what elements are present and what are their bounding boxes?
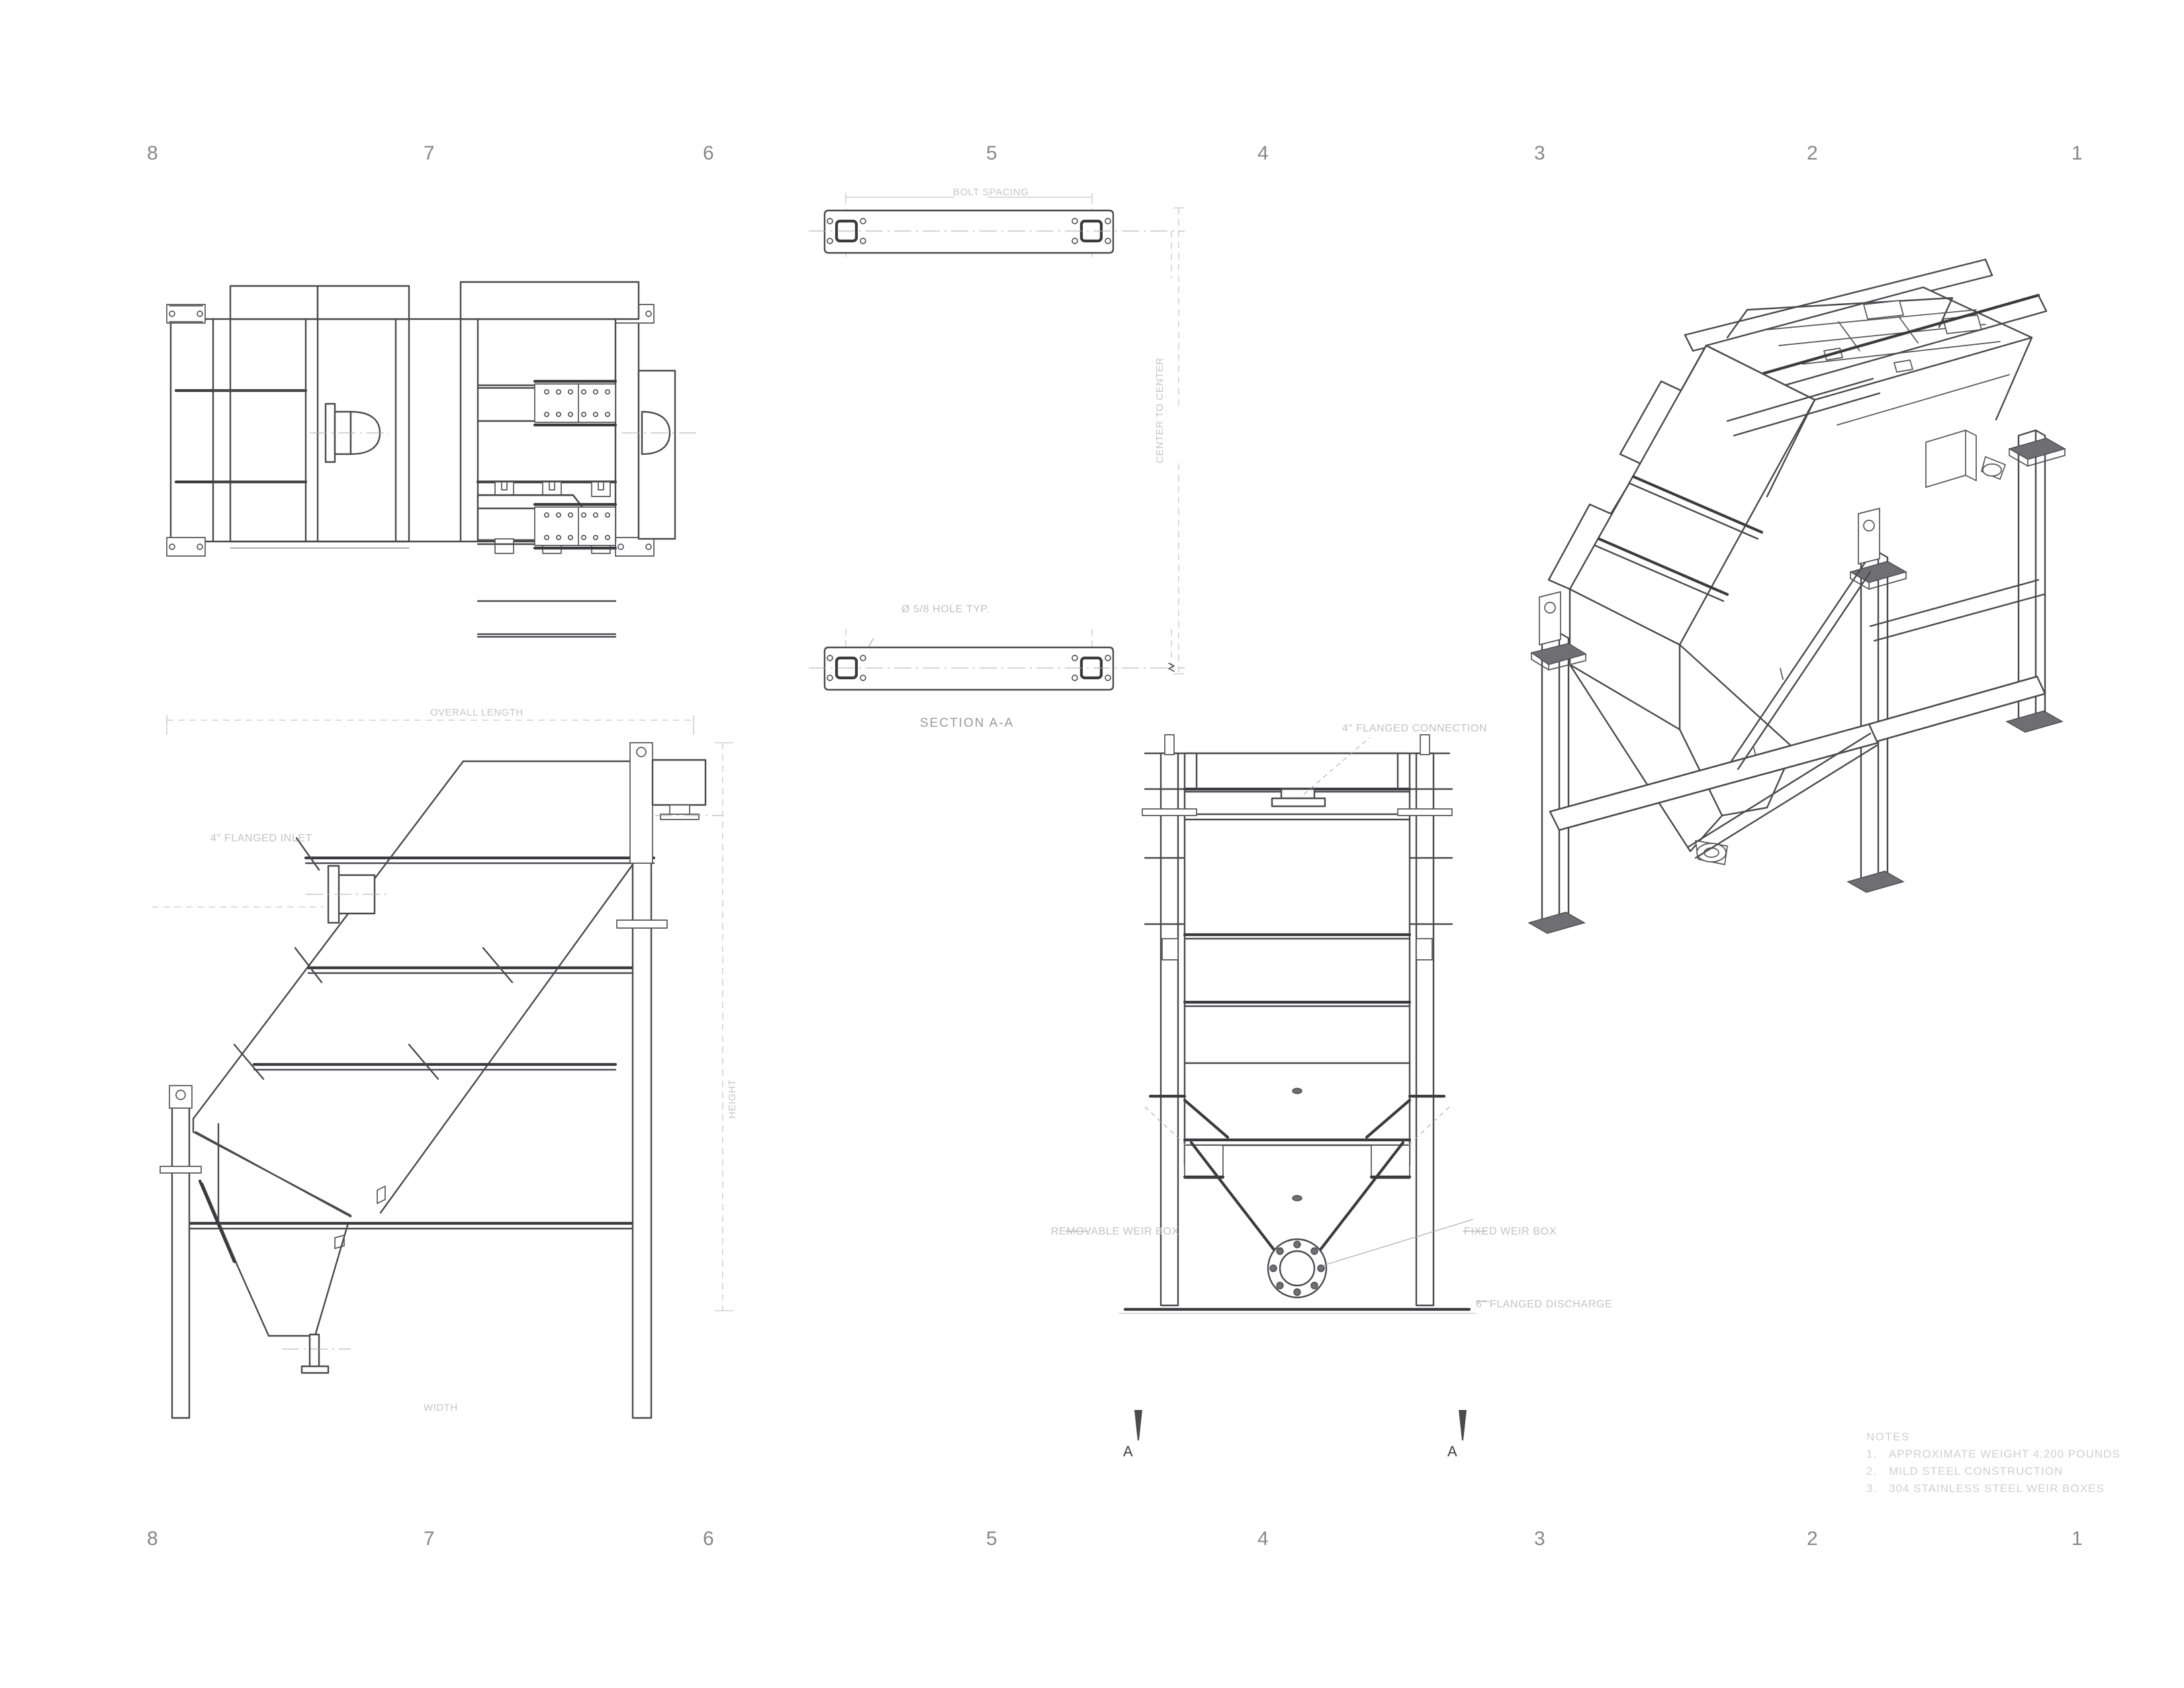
note-row-2: 2. MILD STEEL CONSTRUCTION — [1866, 1463, 2120, 1480]
zone-number-bottom-6: 6 — [703, 1528, 715, 1550]
side-inlet-callout: 4" FLANGED INLET — [210, 833, 312, 844]
notes-heading: NOTES — [1866, 1430, 1910, 1443]
zone-number-bottom-1: 1 — [2071, 1528, 2083, 1550]
note-number-3: 3. — [1866, 1482, 1878, 1495]
note-text-2: MILD STEEL CONSTRUCTION — [1889, 1465, 2064, 1477]
zone-number-bottom-8: 8 — [147, 1528, 159, 1550]
zone-number-top-3: 3 — [1534, 142, 1546, 164]
section-bolt-spacing-dim: BOLT SPACING — [953, 187, 1029, 198]
section-arrow-right-letter: A — [1447, 1443, 1457, 1460]
zone-number-bottom-5: 5 — [986, 1528, 998, 1550]
side-width-dim: WIDTH — [424, 1402, 458, 1413]
section-detail-upper — [809, 179, 1185, 278]
section-hole-callout: Ø 5/8 HOLE TYP. — [901, 604, 990, 615]
zone-number-top-5: 5 — [986, 142, 998, 164]
zone-number-top-7: 7 — [424, 142, 435, 164]
removable-weir-box-callout: REMOVABLE WEIR BOX — [1051, 1226, 1179, 1237]
note-row-3: 3. 304 STAINLESS STEEL WEIR BOXES — [1866, 1480, 2120, 1497]
front-elevation-view — [1118, 728, 1476, 1443]
side-elevation-view — [152, 708, 748, 1423]
fixed-weir-box-callout: FIXED WEIR BOX — [1464, 1226, 1557, 1237]
zone-number-top-4: 4 — [1257, 142, 1269, 164]
section-detail-lower — [809, 629, 1185, 741]
notes-block: NOTES 1. APPROXIMATE WEIGHT 4,200 POUNDS… — [1866, 1429, 2120, 1497]
zone-number-bottom-3: 3 — [1534, 1528, 1546, 1550]
section-arrow-left — [1118, 1410, 1158, 1463]
zone-number-bottom-7: 7 — [424, 1528, 435, 1550]
note-text-1: APPROXIMATE WEIGHT 4,200 POUNDS — [1889, 1448, 2120, 1460]
zone-number-top-8: 8 — [147, 142, 159, 164]
note-text-3: 304 STAINLESS STEEL WEIR BOXES — [1889, 1482, 2105, 1495]
section-arrow-right — [1443, 1410, 1482, 1463]
front-inlet-callout: 4" FLANGED CONNECTION — [1342, 723, 1488, 734]
note-number-2: 2. — [1866, 1465, 1878, 1477]
zone-number-bottom-4: 4 — [1257, 1528, 1269, 1550]
zone-number-top-6: 6 — [703, 142, 715, 164]
note-number-1: 1. — [1866, 1448, 1878, 1460]
section-center-dim — [1161, 199, 1201, 688]
note-row-1: 1. APPROXIMATE WEIGHT 4,200 POUNDS — [1866, 1446, 2120, 1463]
plan-view — [152, 271, 702, 638]
zone-number-top-2: 2 — [1807, 142, 1819, 164]
section-center-to-center-dim: CENTER TO CENTER — [1154, 357, 1165, 463]
side-height-dim: HEIGHT — [727, 1079, 738, 1119]
side-overall-length-dim: OVERALL LENGTH — [430, 707, 523, 718]
discharge-callout: 6" FLANGED DISCHARGE — [1476, 1299, 1613, 1310]
section-aa-label: SECTION A-A — [920, 716, 1015, 730]
zone-number-top-1: 1 — [2071, 142, 2083, 164]
zone-number-bottom-2: 2 — [1807, 1528, 1819, 1550]
front-callout-leaders — [1066, 728, 1489, 1337]
isometric-view — [1527, 258, 2124, 966]
section-arrow-left-letter: A — [1123, 1443, 1133, 1460]
